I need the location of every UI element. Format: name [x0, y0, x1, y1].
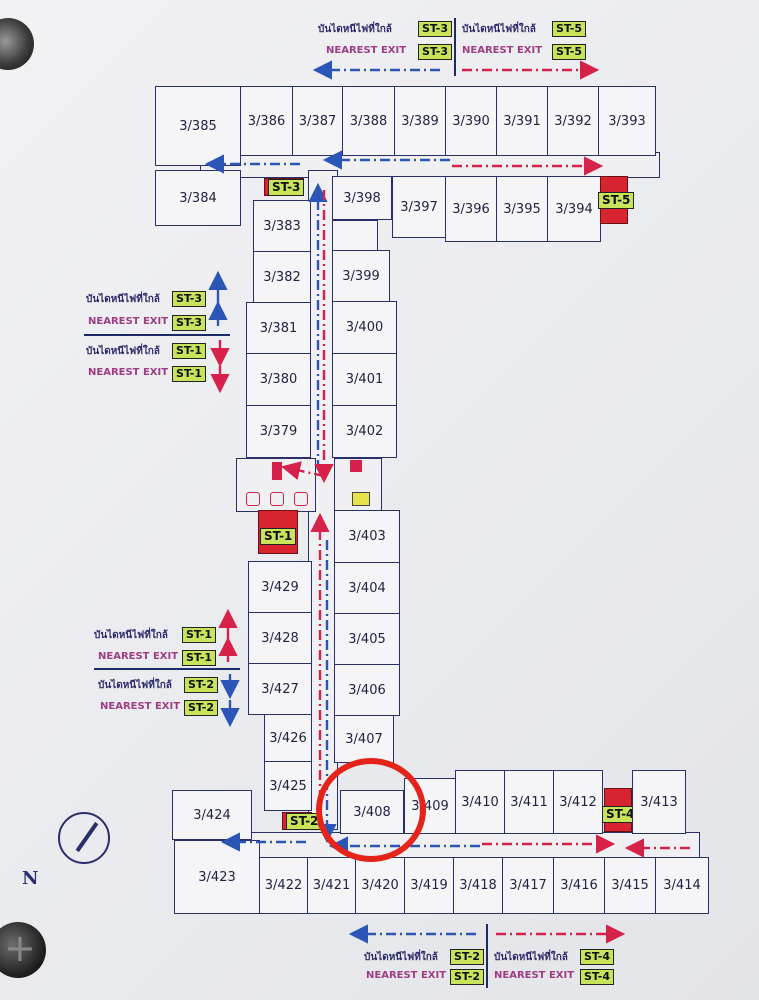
room: 3/414 — [655, 857, 709, 914]
lift-icon — [270, 492, 284, 506]
room: 3/395 — [496, 176, 548, 242]
legend-exit-tag: ST-1 — [172, 366, 207, 382]
room: 3/392 — [547, 86, 599, 156]
north-label: N — [22, 868, 39, 889]
legend-thai-label: บันไดหนีไฟที่ใกล้ — [94, 630, 168, 641]
room: 3/384 — [155, 170, 241, 226]
room: 3/393 — [598, 86, 656, 156]
fire-alarm-icon — [272, 462, 282, 480]
stair-label: ST-5 — [598, 192, 635, 209]
legend-exit-tag: ST-3 — [418, 21, 453, 37]
legend-exit-tag: ST-2 — [450, 969, 485, 985]
room: 3/388 — [342, 86, 395, 156]
legend-thai-label: บันไดหนีไฟที่ใกล้ — [318, 24, 392, 35]
room: 3/390 — [445, 86, 497, 156]
stair-label: ST-2 — [286, 813, 323, 830]
room: 3/389 — [394, 86, 446, 156]
room: 3/382 — [253, 251, 311, 303]
legend-exit-tag: ST-2 — [184, 700, 219, 716]
highlighted-room-marker — [316, 758, 426, 862]
room: 3/422 — [259, 857, 308, 914]
fire-extinguisher-icon — [350, 460, 362, 472]
legend-thai-label: บันไดหนีไฟที่ใกล้ — [86, 294, 160, 305]
legend-nearest-exit-label: NEAREST EXIT — [326, 45, 407, 56]
room: 3/405 — [334, 613, 400, 665]
legend-exit-tag: ST-2 — [450, 949, 485, 965]
legend-exit-tag: ST-1 — [182, 650, 217, 666]
room: 3/425 — [264, 761, 312, 811]
room-extension — [332, 220, 378, 250]
mounting-screw-icon — [0, 922, 46, 978]
room: 3/418 — [453, 857, 503, 914]
legend-exit-tag: ST-5 — [552, 21, 587, 37]
room: 3/406 — [334, 664, 400, 716]
room: 3/402 — [332, 405, 397, 458]
legend-divider — [94, 668, 240, 670]
lift-icon — [294, 492, 308, 506]
legend-exit-tag: ST-1 — [172, 343, 207, 359]
compass-needle — [75, 821, 99, 853]
room: 3/403 — [334, 510, 400, 563]
room: 3/391 — [496, 86, 548, 156]
room: 3/421 — [307, 857, 356, 914]
legend-exit-tag: ST-5 — [552, 44, 587, 60]
room: 3/412 — [553, 770, 603, 834]
room: 3/416 — [553, 857, 605, 914]
legend-exit-tag: ST-4 — [580, 969, 615, 985]
room: 3/429 — [248, 561, 312, 613]
room: 3/411 — [504, 770, 554, 834]
legend-thai-label: บันไดหนีไฟที่ใกล้ — [364, 952, 438, 963]
legend-thai-label: บันไดหนีไฟที่ใกล้ — [462, 24, 536, 35]
room: 3/417 — [502, 857, 554, 914]
room: 3/379 — [246, 405, 311, 458]
legend-exit-tag: ST-3 — [418, 44, 453, 60]
room: 3/398 — [332, 176, 392, 220]
room: 3/387 — [292, 86, 343, 156]
legend-divider — [84, 334, 230, 336]
legend-exit-tag: ST-1 — [182, 627, 217, 643]
legend-divider — [454, 18, 456, 76]
lift-icon — [246, 492, 260, 506]
stair-label: ST-1 — [260, 528, 297, 545]
room: 3/415 — [604, 857, 656, 914]
room: 3/404 — [334, 562, 400, 614]
legend-exit-tag: ST-3 — [172, 315, 207, 331]
legend-exit-tag: ST-4 — [580, 949, 615, 965]
room: 3/419 — [404, 857, 454, 914]
legend-thai-label: บันไดหนีไฟที่ใกล้ — [86, 346, 160, 357]
room: 3/380 — [246, 353, 311, 406]
room: 3/385 — [155, 86, 241, 166]
room: 3/396 — [445, 176, 497, 242]
legend-nearest-exit-label: NEAREST EXIT — [494, 970, 575, 981]
electrical-panel-icon — [352, 492, 370, 506]
legend-exit-tag: ST-2 — [184, 677, 219, 693]
room: 3/420 — [355, 857, 405, 914]
legend-nearest-exit-label: NEAREST EXIT — [462, 45, 543, 56]
legend-nearest-exit-label: NEAREST EXIT — [88, 316, 169, 327]
legend-thai-label: บันไดหนีไฟที่ใกล้ — [494, 952, 568, 963]
room: 3/386 — [240, 86, 293, 156]
legend-nearest-exit-label: NEAREST EXIT — [100, 701, 181, 712]
legend-nearest-exit-label: NEAREST EXIT — [98, 651, 179, 662]
compass-icon — [58, 812, 110, 864]
legend-thai-label: บันไดหนีไฟที่ใกล้ — [98, 680, 172, 691]
legend-divider — [486, 924, 488, 988]
legend-nearest-exit-label: NEAREST EXIT — [366, 970, 447, 981]
room: 3/397 — [392, 176, 446, 238]
stair-label: ST-3 — [268, 179, 305, 196]
room: 3/426 — [264, 714, 312, 762]
room: 3/413 — [632, 770, 686, 834]
room: 3/424 — [172, 790, 252, 840]
legend-exit-tag: ST-3 — [172, 291, 207, 307]
route-red — [280, 461, 325, 480]
room: 3/383 — [253, 200, 311, 252]
legend-nearest-exit-label: NEAREST EXIT — [88, 367, 169, 378]
